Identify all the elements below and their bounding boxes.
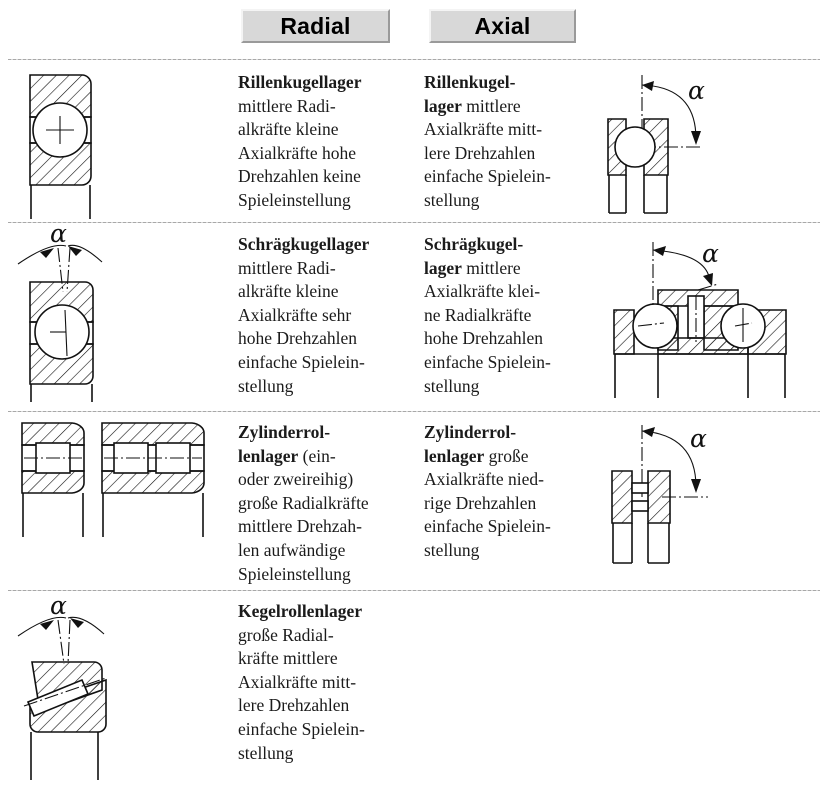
bearing-title: Zylinderrol- — [238, 422, 331, 442]
bearing-title: lenlager — [424, 445, 485, 466]
bearing-desc-line: Drehzahlen keine — [238, 166, 361, 187]
table-header: Radial Axial — [0, 0, 827, 54]
bearing-desc-line: große Radialkräfte — [238, 492, 369, 513]
bearing-desc-line: hohe Drehzahlen — [238, 328, 358, 349]
angular-contact-ball-bearing-axial-figure: α — [600, 238, 815, 408]
bearing-desc-line: Axialkräfte sehr — [238, 304, 352, 325]
cylindrical-roller-bearing-axial-figure: α — [600, 417, 815, 577]
bearing-title: lenlager — [238, 445, 299, 466]
deep-groove-ball-bearing-axial-figure: α — [600, 67, 815, 219]
bearing-desc-line: einfache Spielein- — [424, 351, 551, 372]
tab-radial[interactable]: Radial — [241, 9, 390, 43]
table-row: Rillenkugellager mittlere Radi- alkräfte… — [0, 59, 827, 222]
tapered-roller-bearing-radial-figure: α — [10, 591, 225, 784]
bearing-desc-line: Spieleinstellung — [238, 189, 351, 210]
cell-radial-text: Schrägkugellager mittlere Radi- alkräfte… — [238, 233, 390, 398]
bearing-desc-line: lere Drehzahlen — [238, 695, 350, 716]
bearing-desc-line: kräfte mittlere — [238, 648, 338, 669]
row-separator-2 — [8, 411, 820, 412]
bearing-desc-line: große — [488, 445, 529, 466]
bearing-desc-line: mittlere Drehzah- — [238, 516, 362, 537]
bearing-desc-line: mittlere — [466, 95, 521, 116]
bearing-desc-line: einfache Spielein- — [238, 351, 365, 372]
alpha-label: α — [702, 239, 719, 268]
bearing-desc-line: stellung — [424, 189, 480, 210]
bearing-desc-line: Spieleinstellung — [238, 563, 351, 584]
bearing-desc-line: len aufwändige — [238, 539, 346, 560]
row-separator-3 — [8, 590, 820, 591]
row-separator-1 — [8, 222, 820, 223]
deep-groove-ball-bearing-radial-figure — [22, 71, 222, 221]
bearing-desc-line: einfache Spielein- — [238, 718, 365, 739]
cell-axial-text: Schrägkugel- lager mittlere Axialkräfte … — [424, 233, 576, 398]
tab-radial-label: Radial — [280, 12, 351, 39]
bearing-desc-line: mittlere Radi- — [238, 95, 336, 116]
bearing-title: Kegelrollenlager — [238, 601, 363, 621]
alpha-label: α — [690, 424, 707, 453]
bearing-title: Rillenkugellager — [238, 72, 362, 92]
bearing-desc-line: (ein- — [302, 445, 336, 466]
bearing-desc-line: große Radial- — [238, 624, 334, 645]
bearing-desc-line: oder zweireihig) — [238, 469, 354, 490]
bearing-desc-line: lere Drehzahlen — [424, 142, 536, 163]
bearing-title: lager — [424, 257, 462, 278]
bearing-desc-line: mittlere — [466, 257, 521, 278]
bearing-title: Schrägkugel- — [424, 234, 524, 254]
table-row: Zylinderrol- lenlager (ein- oder zweirei… — [0, 411, 827, 590]
bearing-desc-line: alkräfte kleine — [238, 119, 339, 140]
bearing-desc-line: alkräfte kleine — [238, 281, 339, 302]
row-separator-top — [8, 59, 820, 60]
angular-contact-ball-bearing-radial-figure: α — [10, 219, 225, 404]
bearing-title: Schrägkugellager — [238, 234, 370, 254]
cell-axial-text: Rillenkugel- lager mittlere Axialkräfte … — [424, 71, 576, 213]
bearing-desc-line: hohe Drehzahlen — [424, 328, 544, 349]
bearing-desc-line: Axialkräfte mitt- — [238, 671, 357, 692]
bearing-desc-line: stellung — [238, 375, 294, 396]
table-row: α Kegelrollenlager große Radial- kräfte … — [0, 590, 827, 788]
bearing-desc-line: stellung — [424, 375, 480, 396]
alpha-label: α — [688, 76, 705, 105]
bearing-desc-line: Axialkräfte klei- — [424, 281, 541, 302]
bearing-desc-line: Axialkräfte hohe — [238, 142, 357, 163]
bearing-title: Rillenkugel- — [424, 72, 516, 92]
bearing-desc-line: ne Radialkräfte — [424, 304, 532, 325]
bearing-desc-line: stellung — [424, 539, 480, 560]
bearing-desc-line: mittlere Radi- — [238, 257, 336, 278]
cell-radial-text: Rillenkugellager mittlere Radi- alkräfte… — [238, 71, 390, 213]
bearing-desc-line: rige Drehzahlen — [424, 492, 537, 513]
tab-axial-label: Axial — [474, 12, 531, 39]
table-row: α Schrägkugellager mittlere Radi- alkr — [0, 219, 827, 411]
tab-axial[interactable]: Axial — [429, 9, 576, 43]
bearing-desc-line: stellung — [238, 742, 294, 763]
bearing-desc-line: Axialkräfte mitt- — [424, 119, 543, 140]
bearing-desc-line: Axialkräfte nied- — [424, 469, 545, 490]
cell-radial-text: Kegelrollenlager große Radial- kräfte mi… — [238, 600, 390, 765]
cell-axial-text: Zylinderrol- lenlager große Axialkräfte … — [424, 421, 576, 563]
alpha-label: α — [50, 591, 67, 620]
bearing-title: lager — [424, 95, 462, 116]
alpha-label: α — [50, 219, 67, 248]
bearing-title: Zylinderrol- — [424, 422, 517, 442]
cell-radial-text: Zylinderrol- lenlager (ein- oder zweirei… — [238, 421, 390, 586]
cylindrical-roller-bearing-radial-figure — [14, 417, 229, 582]
bearing-desc-line: einfache Spielein- — [424, 516, 551, 537]
bearing-desc-line: einfache Spielein- — [424, 166, 551, 187]
